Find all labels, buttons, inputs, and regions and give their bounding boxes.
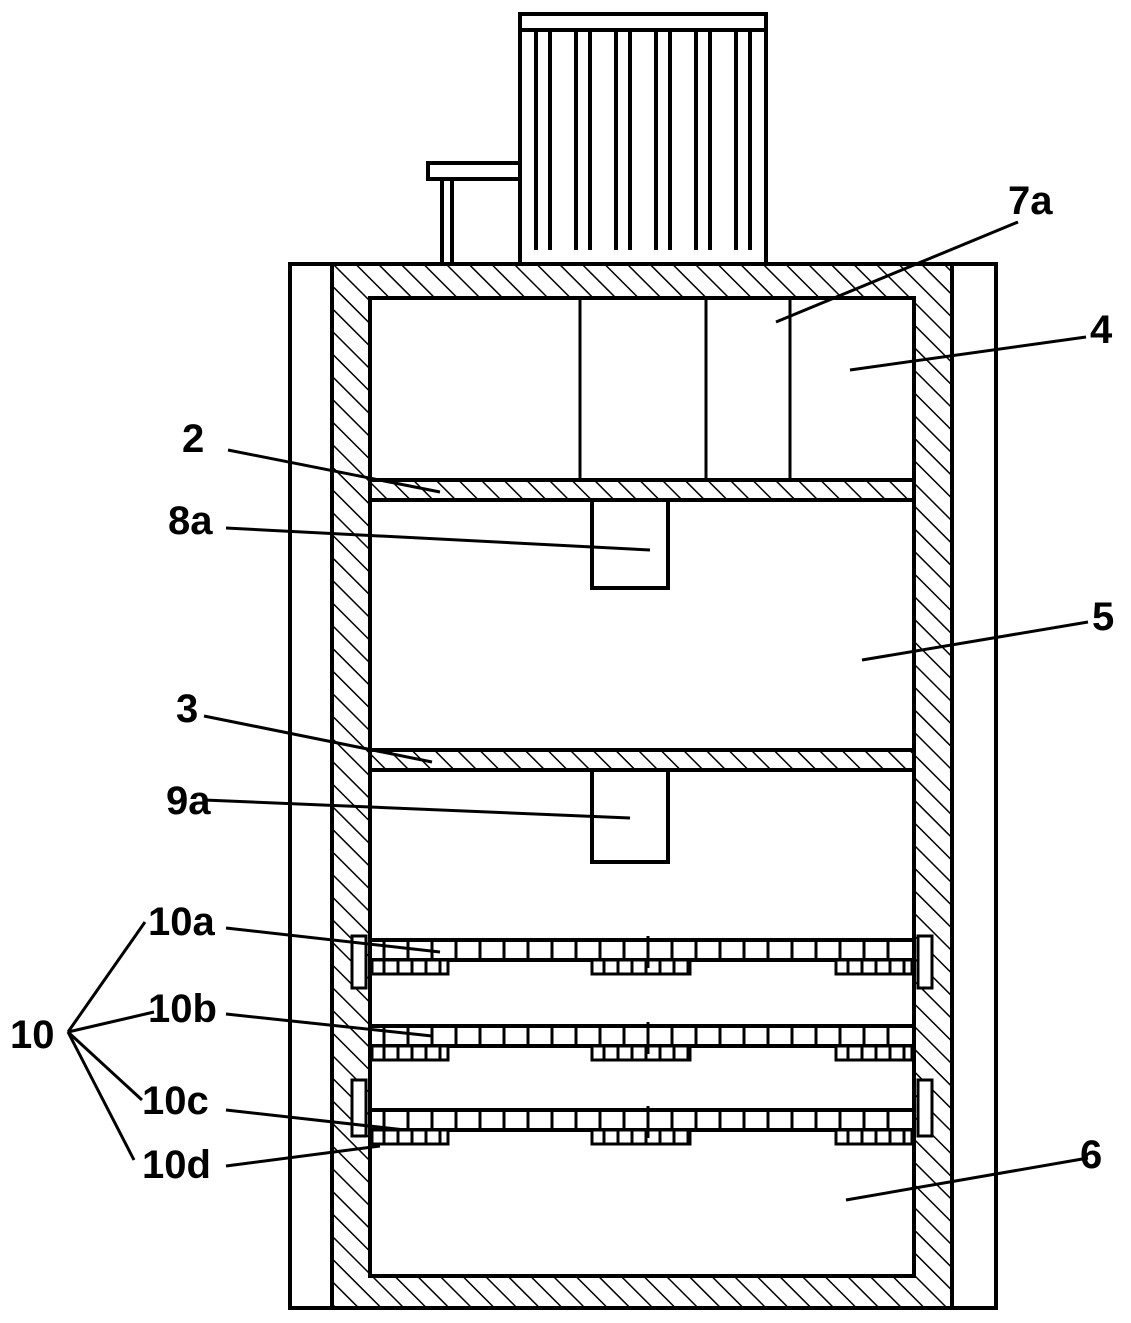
tray-side-brackets (350, 934, 934, 1138)
label-10b: 10b (148, 987, 217, 1031)
label-8a: 8a (168, 499, 213, 543)
label-10: 10 (10, 1013, 55, 1057)
tray-stack (368, 936, 916, 1146)
label-4: 4 (1090, 308, 1113, 352)
label-3: 3 (176, 687, 198, 731)
label-10a: 10a (148, 900, 215, 944)
tray (368, 1022, 916, 1062)
label-6: 6 (1080, 1133, 1102, 1177)
label-9a: 9a (166, 779, 211, 823)
label-10c: 10c (142, 1079, 209, 1123)
label-5: 5 (1092, 595, 1114, 639)
motor (518, 12, 768, 266)
label-10d: 10d (142, 1143, 211, 1187)
top-chamber-dividers (578, 298, 792, 480)
component-8a (590, 498, 670, 590)
motor-cooling-fins (534, 30, 752, 250)
partition-3 (368, 748, 916, 772)
partition-2 (368, 478, 916, 502)
motor-bracket (426, 161, 522, 264)
tray (368, 1106, 916, 1146)
label-7a: 7a (1008, 179, 1053, 223)
label-2: 2 (182, 417, 204, 461)
tray (368, 936, 916, 976)
leader-lines (66, 220, 1089, 1202)
